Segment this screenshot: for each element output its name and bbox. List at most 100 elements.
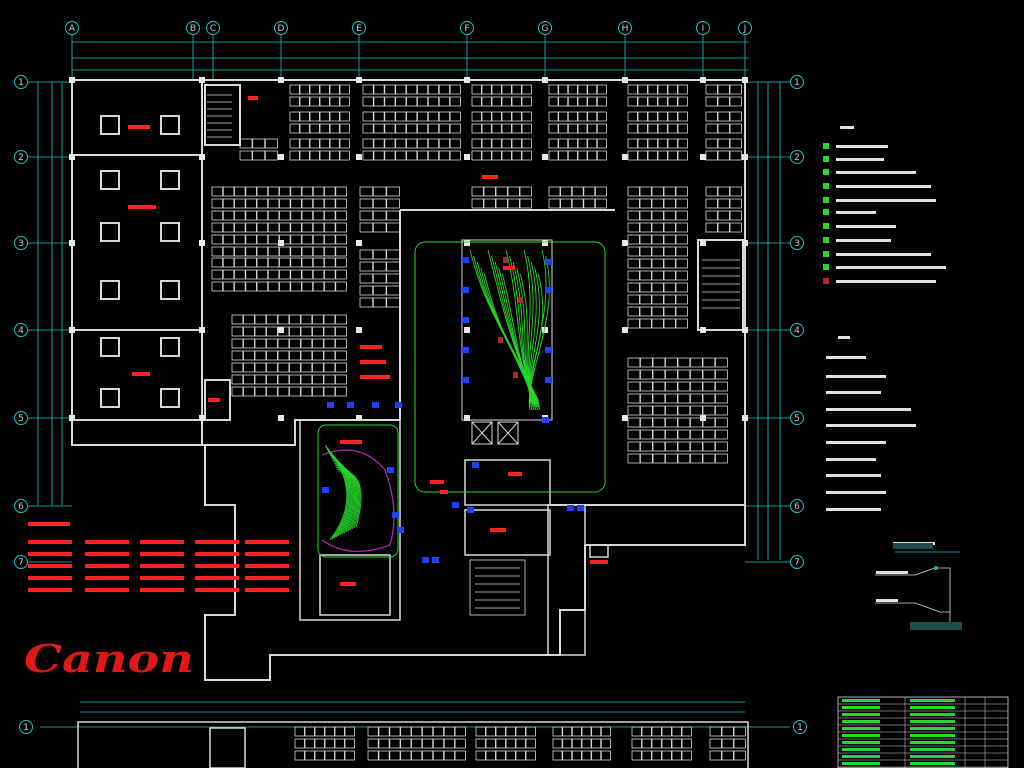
column-axis-bubble	[206, 21, 220, 35]
workstation	[729, 84, 742, 95]
workstation	[234, 281, 246, 292]
legend-block	[823, 126, 946, 602]
workstation	[471, 186, 484, 197]
workstation	[344, 738, 355, 749]
workstation	[475, 750, 486, 761]
workstation	[627, 186, 640, 197]
cable	[330, 456, 354, 535]
column	[700, 327, 706, 333]
workstation	[254, 386, 267, 397]
workstation	[567, 150, 578, 161]
workstation	[335, 186, 347, 197]
workstation-row	[548, 138, 607, 161]
workstation	[395, 84, 407, 95]
workstation	[300, 314, 313, 325]
workstation	[449, 84, 461, 95]
core-rooms	[299, 419, 609, 656]
workstation	[675, 198, 688, 209]
workstation	[243, 362, 255, 373]
workstation	[312, 281, 325, 292]
workstation	[267, 281, 280, 292]
workstation	[667, 123, 678, 134]
workstation	[521, 84, 532, 95]
workstation	[581, 750, 592, 761]
workstation	[266, 386, 278, 397]
equipment-block	[542, 417, 549, 423]
legend-text	[836, 211, 876, 214]
cable	[331, 458, 355, 534]
row-axis-label-right: 6	[794, 502, 800, 512]
workstation-row	[705, 111, 742, 134]
workstation	[651, 738, 662, 749]
equipment-block	[392, 512, 399, 518]
workstation-row	[471, 186, 532, 209]
workstation	[211, 186, 224, 197]
workstation	[631, 750, 642, 761]
workstation	[301, 234, 314, 245]
workstation	[667, 138, 678, 149]
workstation	[483, 186, 496, 197]
workstation	[627, 429, 641, 440]
structural-columns	[69, 77, 748, 421]
column-axis-bubble	[538, 21, 552, 35]
workstation	[640, 369, 653, 380]
workstation	[443, 726, 455, 737]
workstation	[627, 210, 640, 221]
workstation	[577, 84, 588, 95]
workstation-row	[362, 111, 461, 134]
legend-symbol	[823, 237, 829, 243]
workstation	[558, 84, 569, 95]
notes-line	[140, 552, 184, 556]
legend-text	[836, 280, 936, 283]
workstation	[595, 198, 607, 209]
workstation	[715, 357, 728, 368]
material-table	[837, 696, 1009, 768]
workstation	[596, 150, 607, 161]
workstation	[709, 750, 722, 761]
workstation	[245, 222, 257, 233]
workstation	[639, 198, 652, 209]
workstation	[329, 150, 340, 161]
notes-line	[826, 424, 916, 427]
row-axis-label-left: 4	[18, 326, 24, 336]
column-axis-bubble	[352, 21, 366, 35]
workstation	[639, 186, 652, 197]
workstation	[681, 726, 692, 737]
workstation-row	[631, 726, 692, 761]
workstation	[290, 198, 302, 209]
workstation	[290, 246, 302, 257]
workstation	[639, 222, 652, 233]
legend-symbol	[823, 223, 829, 229]
workstation	[571, 186, 584, 197]
workstation	[639, 246, 652, 257]
equipment-block	[452, 502, 459, 508]
workstation	[515, 726, 526, 737]
workstation	[651, 282, 664, 293]
workstation	[558, 123, 569, 134]
workstation	[511, 111, 522, 122]
column	[464, 77, 470, 83]
workstation	[717, 96, 730, 107]
table-cell-text	[842, 755, 880, 758]
workstation	[627, 381, 641, 392]
workstation	[677, 441, 691, 452]
workstation	[481, 138, 492, 149]
workstation	[640, 381, 653, 392]
detail-label	[876, 599, 898, 602]
workstation	[211, 257, 224, 268]
workstation	[304, 726, 315, 737]
workstation	[519, 198, 532, 209]
column	[356, 154, 362, 160]
workstation	[323, 386, 336, 397]
workstation	[372, 297, 387, 308]
column	[278, 154, 284, 160]
row-axis-bubble-right	[790, 499, 804, 513]
workstation	[640, 441, 653, 452]
workstation	[483, 198, 496, 209]
workstation	[277, 326, 290, 337]
workstation	[386, 186, 400, 197]
workstation	[266, 350, 278, 361]
table-cell-text	[842, 741, 880, 744]
workstation	[211, 210, 224, 221]
workstation	[705, 186, 718, 197]
